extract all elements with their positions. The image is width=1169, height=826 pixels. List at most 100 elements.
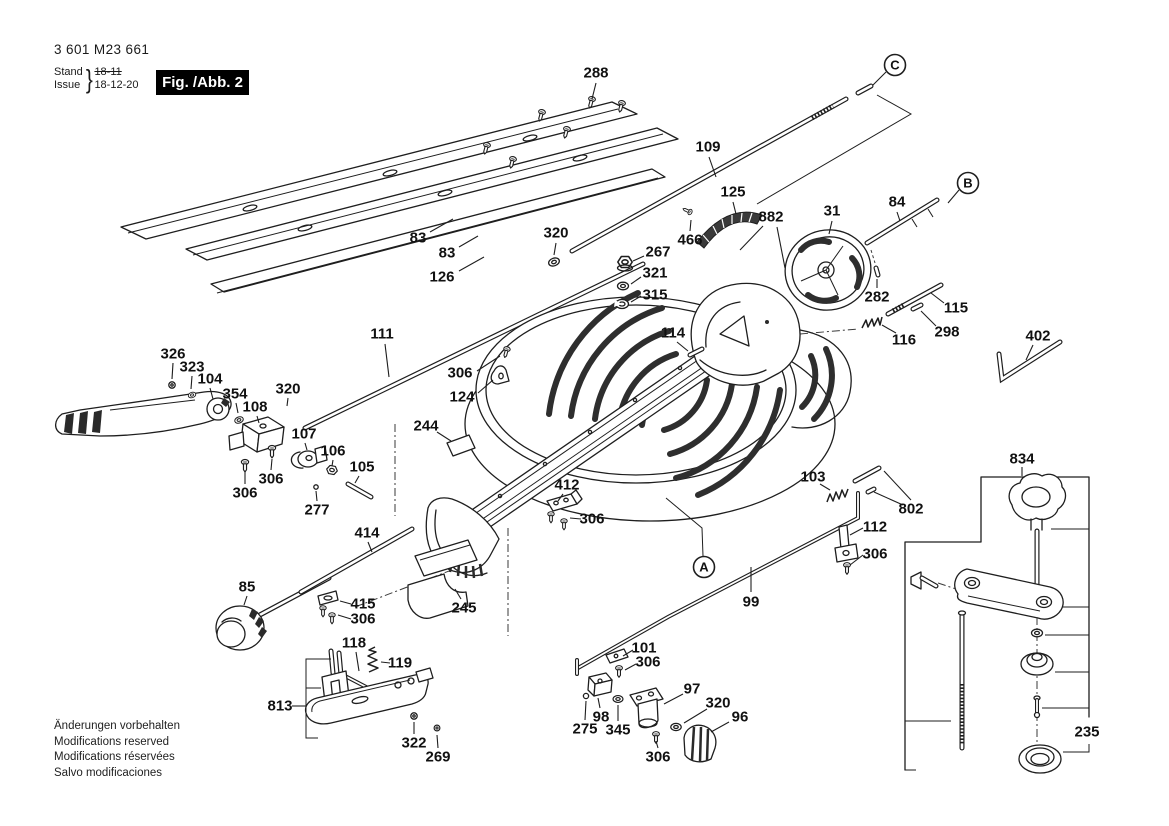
part-label-112: 112 [863,519,887,536]
part-label-320: 320 [705,695,730,712]
part-label-288: 288 [583,65,608,82]
old-revision-date: 18-11 [94,66,122,78]
part-label-298: 298 [934,324,959,341]
part-label-882: 882 [758,209,783,226]
part-label-97: 97 [684,681,701,698]
handwheel-group [784,229,872,311]
lock-rod-group [799,282,944,335]
part-label-106: 106 [320,443,345,460]
notice-line-en: Modifications reserved [54,735,170,748]
part-label-126: 126 [429,269,454,286]
part-label-118: 118 [342,635,366,652]
cover-245-group [407,539,478,619]
revision-brace: } [85,63,93,94]
leader-line [354,475,360,484]
leader-line [630,295,642,303]
leader-line [708,156,717,178]
leader-line [732,201,737,215]
part-label-282: 282 [864,289,889,306]
part-label-269: 269 [425,749,450,766]
leader-line [331,459,334,467]
part-label-245: 245 [451,600,476,617]
part-label-109: 109 [695,139,720,156]
part-label-119: 119 [388,655,412,672]
part-label-107: 107 [291,426,316,443]
rod-414-group [298,526,415,625]
part-label-326: 326 [160,346,185,363]
part-label-125: 125 [720,184,745,201]
part-label-244: 244 [413,418,439,435]
reference-letter-A: A [699,560,709,575]
leader-line [339,600,352,605]
part-label-412: 412 [554,477,579,494]
leader-line [476,355,501,372]
part-label-813: 813 [267,698,292,715]
leader-line [630,276,642,285]
part-label-306: 306 [645,749,670,766]
leader-line [315,490,318,502]
leader-line [828,220,833,235]
part-label-306: 306 [635,654,660,671]
notice-line-es: Salvo modificaciones [54,766,163,779]
leader-line [689,219,692,232]
leader-line [676,341,689,352]
part-label-105: 105 [349,459,374,476]
part-label-96: 96 [732,709,749,726]
leader-line [872,71,887,86]
leader-line [190,375,193,390]
leader-line [597,697,601,709]
leader-line [930,292,945,304]
leader-line [454,588,462,600]
issue-label: Issue [54,79,81,91]
leader-line [209,387,214,400]
part-label-320: 320 [543,225,568,242]
document-part-number: 3 601 M23 661 [54,42,150,57]
part-label-124: 124 [449,389,475,406]
part-label-320: 320 [275,381,300,398]
part-label-802: 802 [898,501,923,518]
reference-circle-C [883,53,907,77]
part-label-275: 275 [572,721,597,738]
part-label-402: 402 [1025,328,1050,345]
leader-line [235,402,239,414]
part-label-321: 321 [642,265,667,282]
revision-block: Stand Issue } 18-11 18-12-20 [54,66,138,92]
part-label-414: 414 [354,525,380,542]
modifications-notice: Änderungen vorbehalten Modifications res… [54,719,180,781]
reference-letter-B: B [963,176,972,191]
leader-line [337,614,352,620]
part-label-101: 101 [631,640,656,657]
reference-letters: ABC [692,53,980,579]
turntable-group [354,255,852,636]
leader-line [384,343,390,378]
leader-line [584,700,587,721]
leader-line [655,740,659,749]
part-label-267: 267 [645,244,670,261]
leader-line [622,649,634,657]
part-label-306: 306 [579,511,604,528]
part-label-116: 116 [892,332,916,349]
depth-rod-group [546,83,913,269]
leader-line [355,651,360,672]
part-label-306: 306 [350,611,375,628]
figure-number-box: Fig. /Abb. 2 [156,70,249,95]
leader-line [380,661,391,664]
leader-line [819,483,831,491]
leader-line [883,470,912,501]
part-label-306: 306 [232,485,257,502]
stop-hardware-group [582,672,717,763]
leader-line [256,415,260,424]
leader-line [776,226,786,269]
part-label-111: 111 [370,326,393,343]
part-label-415: 415 [350,596,375,613]
part-label-83: 83 [410,230,427,247]
part-label-277: 277 [304,502,329,519]
leader-line [683,708,708,724]
stand-label: Stand [54,66,83,78]
part-label-323: 323 [179,359,204,376]
clamp-inset-group [904,473,1090,774]
part-label-354: 354 [222,386,248,403]
leader-line [367,541,373,553]
leader-line [436,431,452,442]
leader-line [896,211,901,222]
